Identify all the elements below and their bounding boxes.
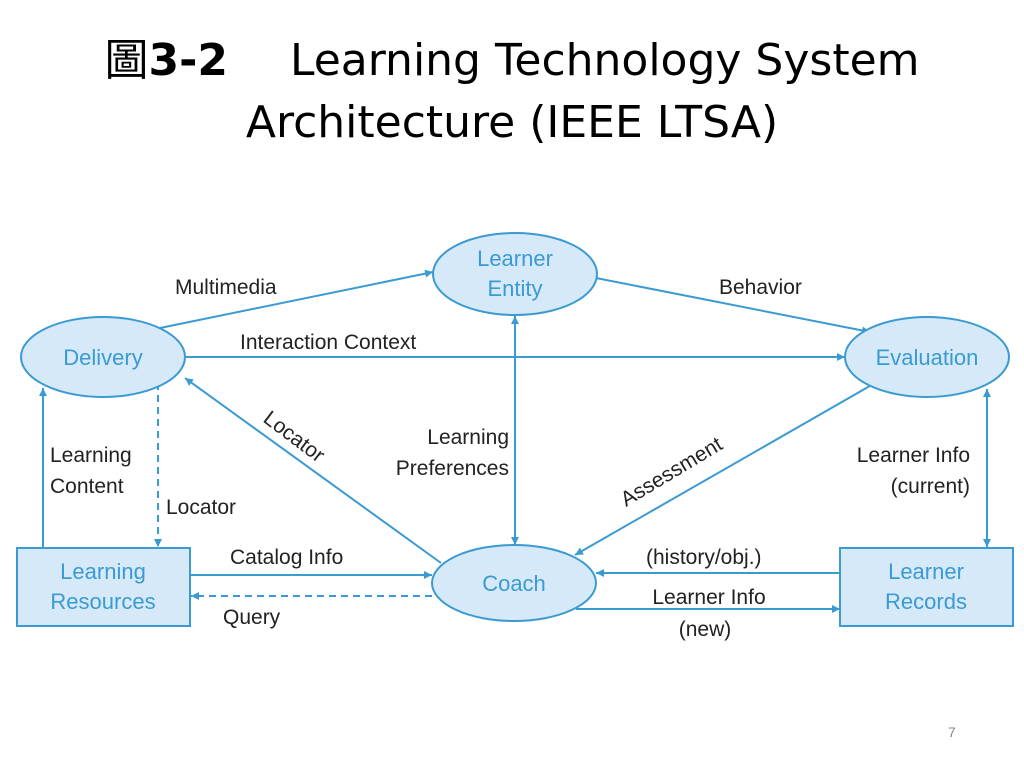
learning-content-label-2: Content xyxy=(50,475,124,498)
behavior-arrow xyxy=(595,277,871,335)
locator-vertical-label: Locator xyxy=(166,496,236,519)
coach-label: Coach xyxy=(482,571,546,596)
learner-records-label-1: Learner xyxy=(888,559,964,584)
learner-entity-node xyxy=(432,232,598,316)
learner-info-new-label-2: (new) xyxy=(679,618,732,641)
multimedia-arrow xyxy=(159,269,434,329)
learner-entity-label-1: Learner xyxy=(477,246,553,271)
learner-info-current-label-1: Learner Info xyxy=(857,444,970,467)
learning-resources-label-2: Resources xyxy=(50,589,155,614)
slide-title: 圖3-2 Learning Technology System Architect… xyxy=(0,30,1024,154)
delivery-label: Delivery xyxy=(63,345,142,370)
title-line-1-text: Learning Technology System xyxy=(289,35,920,86)
connectors xyxy=(39,269,991,613)
learner-records-label-2: Records xyxy=(885,589,967,614)
catalog-info-label: Catalog Info xyxy=(230,546,343,569)
delivery-node xyxy=(20,316,186,398)
learning-resources-label-1: Learning xyxy=(60,559,146,584)
locator-diagonal-label: Locator xyxy=(259,407,329,468)
history-obj-label: (history/obj.) xyxy=(646,546,762,569)
interaction-context-label: Interaction Context xyxy=(240,331,416,354)
nodes xyxy=(16,232,1014,627)
assessment-arrow xyxy=(574,378,883,556)
evaluation-node xyxy=(844,316,1010,398)
page-number: 7 xyxy=(948,724,956,740)
learner-info-current-label-2: (current) xyxy=(891,475,970,498)
title-line-2: Architecture (IEEE LTSA) xyxy=(245,97,779,148)
learning-resources-node xyxy=(16,547,191,627)
learning-preferences-label-1: Learning xyxy=(427,426,509,449)
query-label: Query xyxy=(223,606,281,629)
locator-diagonal-arrow xyxy=(184,377,442,564)
coach-node xyxy=(431,544,597,622)
learner-info-new-label-1: Learner Info xyxy=(652,586,765,609)
learner-entity-label-2: Entity xyxy=(487,276,542,301)
node-labels: Learner Entity Delivery Evaluation Coach… xyxy=(50,246,978,614)
behavior-label: Behavior xyxy=(719,276,802,299)
title-figure-number: 3-2 xyxy=(148,35,228,86)
learner-records-node xyxy=(839,547,1014,627)
learning-preferences-label-2: Preferences xyxy=(396,457,509,480)
multimedia-label: Multimedia xyxy=(175,276,277,299)
evaluation-label: Evaluation xyxy=(876,345,979,370)
title-line-1: 圖3-2 Learning Technology System xyxy=(0,30,1024,92)
learning-content-label-1: Learning xyxy=(50,444,132,467)
title-prefix: 圖 xyxy=(104,35,149,86)
